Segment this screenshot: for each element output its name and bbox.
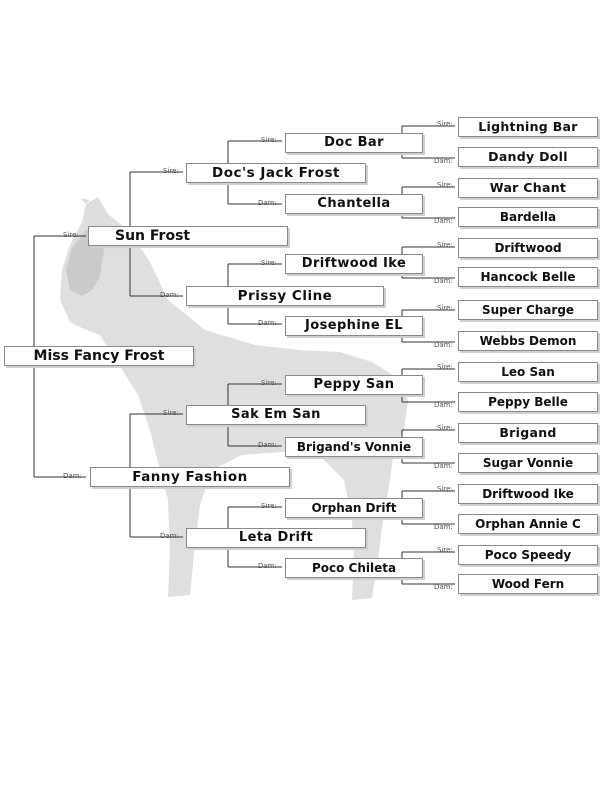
sire-label: Sire:	[63, 231, 79, 239]
sire-label: Sire:	[437, 424, 453, 432]
sire-label: Sire:	[163, 409, 179, 417]
great-great-grandparent-name: Driftwood Ike	[458, 484, 598, 504]
connector	[227, 506, 282, 568]
great-great-grandparent-name: Super Charge	[458, 300, 598, 320]
connector	[401, 429, 455, 464]
great-great-grandparent-name: Peppy Belle	[458, 392, 598, 412]
great-great-grandparent-name: Orphan Annie C	[458, 514, 598, 534]
maternal-grandsire-name: Sak Em San	[186, 405, 366, 425]
sire-label: Sire:	[261, 259, 277, 267]
great-grandparent-name: Josephine EL	[285, 316, 423, 336]
paternal-granddam-name: Prissy Cline	[186, 286, 384, 306]
connector	[401, 490, 455, 525]
connector	[401, 246, 455, 279]
sire-label: Sire:	[261, 136, 277, 144]
sire-label: Sire:	[437, 304, 453, 312]
sire-label: Sire:	[437, 485, 453, 493]
sire-label: Sire:	[437, 546, 453, 554]
connector	[227, 140, 282, 205]
great-great-grandparent-name: Dandy Doll	[458, 147, 598, 167]
connector	[129, 413, 183, 538]
great-grandparent-name: Driftwood Ike	[285, 254, 423, 274]
great-great-grandparent-name: Webbs Demon	[458, 331, 598, 351]
dam-label: Dam:	[160, 291, 179, 299]
connector	[401, 186, 455, 219]
connector	[401, 309, 455, 343]
great-great-grandparent-name: War Chant	[458, 178, 598, 198]
sire-label: Sire:	[261, 502, 277, 510]
great-grandparent-name: Poco Chileta	[285, 558, 423, 578]
great-grandparent-name: Orphan Drift	[285, 498, 423, 518]
great-great-grandparent-name: Leo San	[458, 362, 598, 382]
great-great-grandparent-name: Brigand	[458, 423, 598, 443]
dam-label: Dam:	[63, 472, 82, 480]
great-great-grandparent-name: Driftwood	[458, 238, 598, 258]
dam-label: Dam:	[434, 523, 453, 531]
connector	[227, 383, 282, 447]
great-great-grandparent-name: Poco Speedy	[458, 545, 598, 565]
great-grandparent-name: Brigand's Vonnie	[285, 437, 423, 457]
sire-label: Sire:	[437, 363, 453, 371]
dam-label: Dam:	[258, 441, 277, 449]
connector	[33, 235, 86, 478]
great-great-grandparent-name: Hancock Belle	[458, 267, 598, 287]
great-grandparent-name: Chantella	[285, 194, 423, 214]
dam-label: Dam:	[258, 319, 277, 327]
sire-label: Sire:	[437, 120, 453, 128]
connector	[227, 263, 282, 325]
great-grandparent-name: Peppy San	[285, 375, 423, 395]
paternal-grandsire-name: Doc's Jack Frost	[186, 163, 366, 183]
great-great-grandparent-name: Bardella	[458, 207, 598, 227]
sire-label: Sire:	[261, 379, 277, 387]
dam-label: Dam:	[434, 217, 453, 225]
great-great-grandparent-name: Wood Fern	[458, 574, 598, 594]
dam-label: Dam:	[258, 562, 277, 570]
dam-label: Dam:	[434, 157, 453, 165]
great-great-grandparent-name: Lightning Bar	[458, 117, 598, 137]
dam-label: Dam:	[160, 532, 179, 540]
sire-name: Sun Frost	[88, 226, 288, 246]
dam-label: Dam:	[434, 341, 453, 349]
sire-label: Sire:	[163, 167, 179, 175]
great-great-grandparent-name: Sugar Vonnie	[458, 453, 598, 473]
connector	[401, 551, 455, 585]
maternal-granddam-name: Leta Drift	[186, 528, 366, 548]
dam-label: Dam:	[434, 583, 453, 591]
dam-label: Dam:	[258, 199, 277, 207]
great-grandparent-name: Doc Bar	[285, 133, 423, 153]
connector	[129, 171, 183, 297]
sire-label: Sire:	[437, 241, 453, 249]
dam-name: Fanny Fashion	[90, 467, 290, 487]
connector	[401, 368, 455, 403]
dam-label: Dam:	[434, 462, 453, 470]
dam-label: Dam:	[434, 401, 453, 409]
connector	[401, 125, 455, 159]
subject-horse-name: Miss Fancy Frost	[4, 346, 194, 366]
sire-label: Sire:	[437, 181, 453, 189]
dam-label: Dam:	[434, 277, 453, 285]
